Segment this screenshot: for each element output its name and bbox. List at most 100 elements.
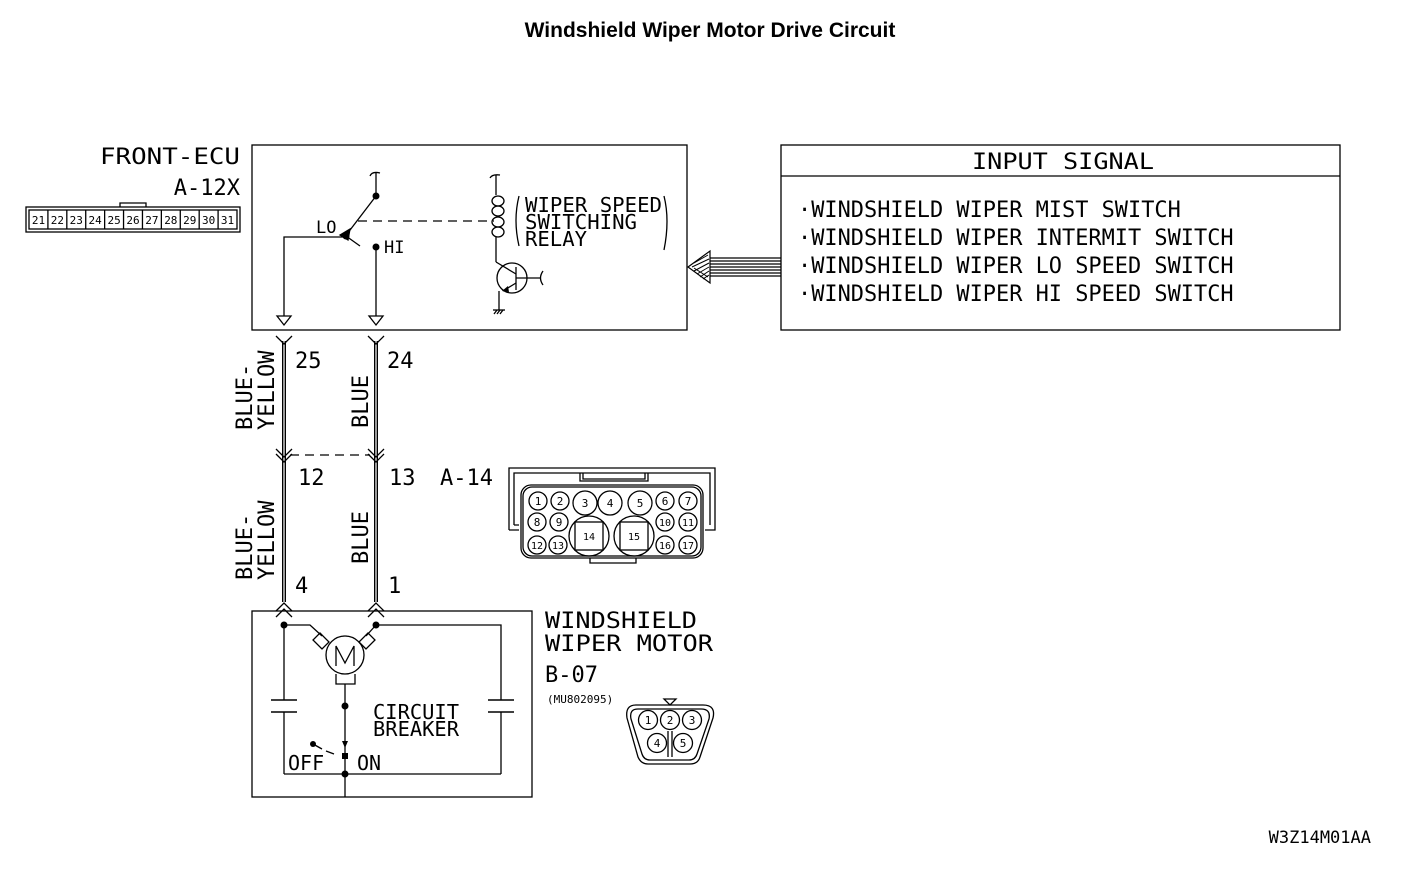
svg-text:2: 2: [667, 714, 674, 727]
ecu-pin-25: 25: [107, 214, 120, 227]
wire-color-right-lower: BLUE: [349, 511, 374, 564]
a14-pin-14: [568, 515, 610, 557]
a14-pin-4: [597, 490, 623, 516]
svg-text:13: 13: [552, 541, 564, 552]
breaker-on-label: ON: [357, 751, 381, 775]
motor-name-line-2: WIPER MOTOR: [545, 632, 714, 657]
junction-connector-id: A-14: [440, 466, 493, 491]
ecu-pin-30: 30: [202, 214, 215, 227]
a14-pin-13: [548, 535, 568, 555]
a14-pin-1: [528, 491, 548, 511]
svg-text:17: 17: [682, 541, 694, 552]
svg-text:1: 1: [535, 495, 542, 508]
breaker-label-line-2: BREAKER: [373, 717, 460, 741]
pin-1: 1: [388, 574, 401, 599]
svg-text:2: 2: [557, 495, 564, 508]
svg-text:7: 7: [685, 495, 692, 508]
lo-label: LO: [316, 218, 336, 238]
a14-pin-17: [678, 535, 698, 555]
a14-pin-10: [655, 512, 675, 532]
wire-color-right-upper: BLUE: [349, 375, 374, 428]
svg-text:15: 15: [628, 532, 640, 543]
input-signal-item: ·WINDSHIELD WIPER INTERMIT SWITCH: [798, 226, 1234, 251]
b07-pin-5: [672, 732, 694, 754]
relay-bracket-left: [515, 195, 520, 247]
ecu-pin-27: 27: [145, 214, 158, 227]
motor-connector-id: B-07: [545, 663, 598, 688]
svg-text:BLUE-: BLUE-: [233, 514, 258, 580]
pin-4: 4: [295, 574, 308, 599]
a14-pin-7: [678, 491, 698, 511]
input-signal-box: [780, 144, 1341, 331]
wire-color-left-lower: BLUE- YELLOW: [233, 500, 280, 580]
input-bus-arrow: [686, 249, 781, 285]
svg-text:16: 16: [659, 541, 671, 552]
a14-pin-6: [655, 491, 675, 511]
svg-text:3: 3: [582, 497, 589, 510]
svg-text:YELLOW: YELLOW: [255, 500, 280, 580]
b07-pin-1: [637, 709, 659, 731]
svg-text:8: 8: [534, 516, 541, 529]
figure-code: W3Z14M01AA: [1269, 828, 1371, 848]
a14-pin-9: [549, 512, 569, 532]
svg-text:4: 4: [607, 497, 614, 510]
a14-pin-8: [527, 512, 547, 532]
svg-text:3: 3: [689, 714, 696, 727]
input-signal-item: ·WINDSHIELD WIPER HI SPEED SWITCH: [798, 282, 1234, 307]
ecu-pin-22: 22: [51, 214, 64, 227]
pin-13: 13: [389, 466, 416, 491]
svg-text:5: 5: [637, 497, 644, 510]
relay-label-line-1: WIPER SPEED: [525, 193, 662, 217]
ecu-pin-28: 28: [164, 214, 177, 227]
svg-text:BLUE: BLUE: [349, 511, 374, 564]
a14-pin-12: [527, 535, 547, 555]
relay-coil: [489, 174, 505, 262]
pin-24: 24: [387, 349, 414, 374]
ecu-name: FRONT-ECU: [100, 145, 240, 170]
breaker-label-line-1: CIRCUIT: [373, 700, 459, 724]
speed-switch: [275, 171, 385, 327]
pin-12: 12: [298, 466, 325, 491]
relay-label-line-3: RELAY: [525, 227, 587, 251]
ecu-pin-29: 29: [183, 214, 196, 227]
svg-text:6: 6: [662, 495, 669, 508]
svg-text:12: 12: [531, 541, 543, 552]
svg-text:11: 11: [682, 518, 694, 529]
ecu-pin-21: 21: [32, 214, 45, 227]
hi-label: HI: [384, 238, 404, 258]
input-signal-header: INPUT SIGNAL: [972, 150, 1154, 175]
wire-color-left-upper: BLUE- YELLOW: [233, 350, 280, 430]
breaker-off-label: OFF: [288, 751, 324, 775]
input-signal-item: ·WINDSHIELD WIPER LO SPEED SWITCH: [798, 254, 1234, 279]
svg-text:14: 14: [583, 532, 595, 543]
a14-pin-3: [572, 490, 598, 516]
a14-pin-16: [655, 535, 675, 555]
ecu-pin-23: 23: [70, 214, 83, 227]
svg-text:YELLOW: YELLOW: [255, 350, 280, 430]
ecu-connector-id: A-12X: [174, 176, 241, 201]
relay-bracket-right: [663, 195, 668, 251]
svg-text:BLUE-: BLUE-: [233, 364, 258, 430]
ecu-pin-24: 24: [89, 214, 103, 227]
b07-pin-3: [681, 709, 703, 731]
transistor-symbol: [493, 261, 544, 315]
input-signal-list: ·WINDSHIELD WIPER MIST SWITCH ·WINDSHIELD…: [798, 198, 1234, 307]
b07-pin-2: [659, 709, 681, 731]
motor-part-number: (MU802095): [547, 693, 613, 706]
wire-blue: [367, 335, 385, 618]
ecu-box: [251, 144, 688, 331]
pin-25: 25: [295, 349, 322, 374]
input-signal-item: ·WINDSHIELD WIPER MIST SWITCH: [798, 198, 1181, 223]
a14-pin-15: [613, 515, 655, 557]
a14-pin-2: [550, 491, 570, 511]
motor-box: [251, 610, 533, 798]
svg-text:1: 1: [645, 714, 652, 727]
svg-text:10: 10: [659, 518, 671, 529]
wire-blue-yellow: [275, 335, 293, 618]
motor-circuit: [271, 621, 514, 797]
a14-pin-5: [627, 490, 653, 516]
